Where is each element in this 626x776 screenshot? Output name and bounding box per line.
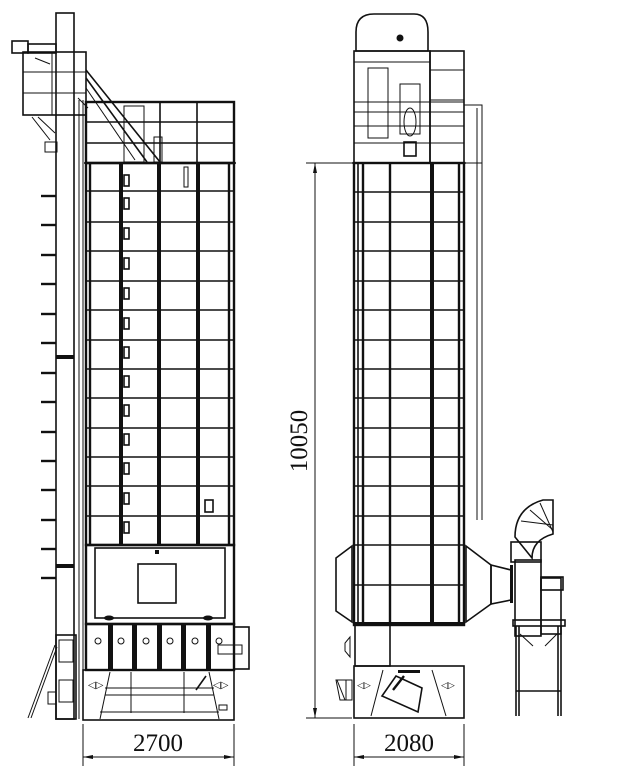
svg-text:◁▷: ◁▷ (88, 680, 104, 691)
side-elevation-view: ◁▷ ◁▷ 2700 (11, 12, 250, 766)
width-dimension-2080: 2080 (353, 724, 465, 766)
dimension-label-2080: 2080 (384, 730, 434, 757)
elevator-head (11, 40, 87, 153)
blower-stand (515, 626, 562, 716)
svg-text:◁▷: ◁▷ (357, 681, 371, 691)
front-base-frame: ◁▷ ◁▷ (336, 665, 465, 719)
base-frame: ◁▷ ◁▷ (82, 669, 235, 721)
svg-text:◁▷: ◁▷ (441, 681, 455, 691)
front-elevation-view: ◁▷ ◁▷ 10050 2080 (286, 13, 566, 766)
dryer-column-grid (84, 161, 236, 547)
front-dryer-column (352, 161, 466, 667)
bucket-elevator (27, 12, 84, 720)
top-hopper (84, 100, 236, 165)
svg-text:◁▷: ◁▷ (213, 680, 229, 691)
elevator-brackets (41, 194, 74, 580)
discharge-valves (84, 622, 250, 672)
dimension-label-10050: 10050 (286, 410, 313, 473)
front-tier-lines (354, 191, 464, 626)
top-dome (353, 13, 483, 520)
inspection-ports (123, 166, 214, 534)
burner-section (84, 543, 236, 626)
width-dimension-2700: 2700 (82, 724, 235, 766)
height-dimension-10050: 10050 (286, 162, 352, 719)
dimension-label-2700: 2700 (133, 730, 183, 757)
inclined-conveyor (77, 69, 161, 163)
exhaust-blower (510, 499, 566, 637)
